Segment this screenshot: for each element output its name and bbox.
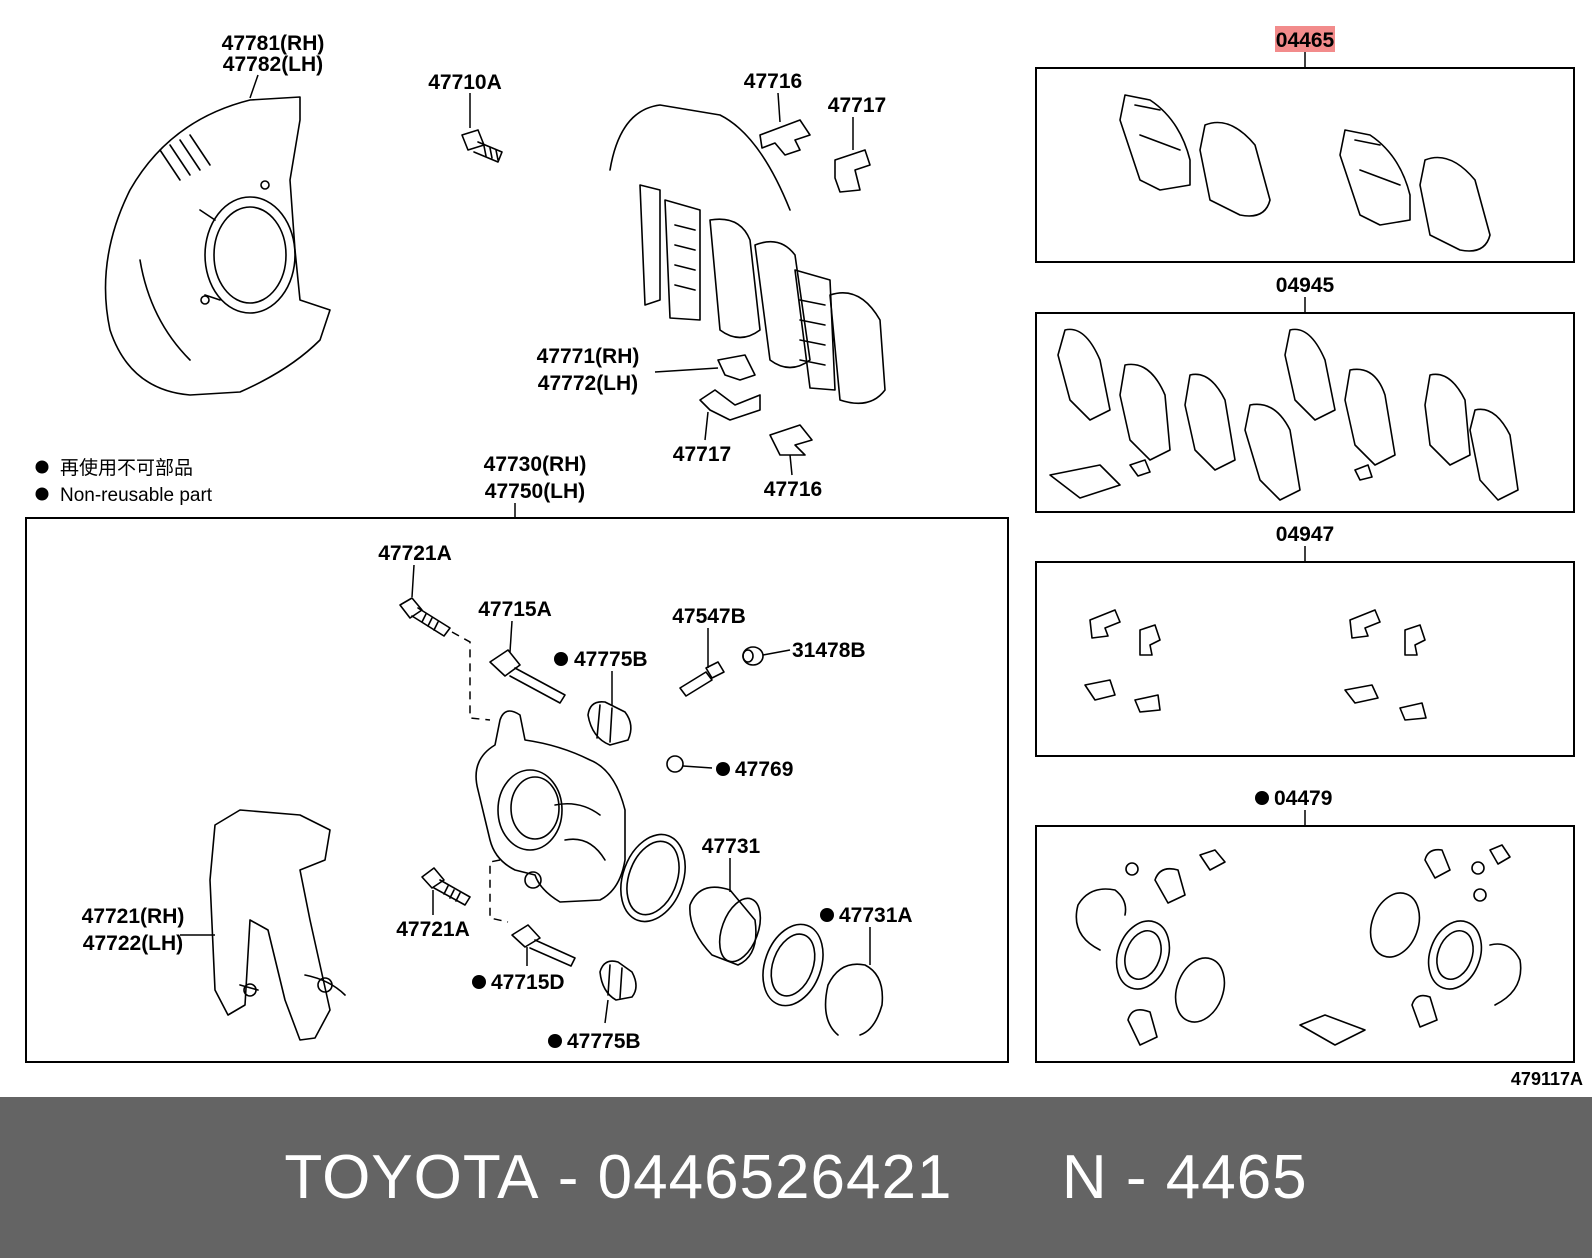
label-47715d: 47715D (491, 971, 565, 994)
ring-47731a-drawing (824, 963, 884, 1036)
piston-boot-drawing (762, 923, 824, 1007)
label-47710a: 47710A (428, 71, 502, 94)
clip-47717-top-drawing (834, 149, 871, 193)
footer-brand: TOYOTA (284, 1143, 540, 1212)
piston-47731-drawing (689, 886, 762, 966)
kit-04465-pads-drawing (1119, 94, 1491, 252)
label-47717-top: 47717 (828, 94, 886, 117)
pin-47715d-drawing (511, 924, 576, 967)
label-47769: 47769 (735, 758, 793, 781)
legend-bullet-jp (35, 460, 49, 474)
parts-diagram: 47781(RH) 47782(LH) 47710A 47716 47717 4… (25, 26, 1583, 1089)
kit-04465-box (1035, 67, 1575, 263)
shim-47771-drawing (717, 354, 756, 381)
cap-47769-drawing (666, 755, 684, 773)
label-47722: 47722(LH) (83, 932, 183, 955)
caliper-body-drawing (475, 710, 626, 903)
kit-04947-clips-drawing (1084, 609, 1427, 721)
footer-ref-prefix: N (1061, 1143, 1108, 1212)
label-47721a-top: 47721A (378, 542, 452, 565)
label-04945: 04945 (1276, 274, 1335, 297)
label-47716-top: 47716 (744, 70, 802, 93)
legend-bullet-en (35, 487, 49, 501)
footer-ref-number: 4465 (1165, 1143, 1308, 1212)
caliper-assembly-box (25, 517, 1009, 1063)
label-47772: 47772(LH) (538, 372, 638, 395)
dust-shield-drawing (104, 96, 331, 396)
boot-47775b-top-drawing (587, 700, 632, 746)
kit-04947-box (1035, 561, 1575, 757)
kit-04479-box (1035, 825, 1575, 1063)
bolt-47721a-bottom-drawing (421, 867, 471, 906)
label-47781: 47781(RH) (222, 32, 325, 55)
diagram-code: 479117A (1511, 1069, 1583, 1089)
bolt-47710a-drawing (461, 129, 503, 163)
label-47717-bottom: 47717 (673, 443, 731, 466)
label-04947: 04947 (1276, 523, 1334, 546)
label-47715a: 47715A (478, 598, 552, 621)
label-47547b: 47547B (672, 605, 746, 628)
bleeder-47547b-drawing (679, 661, 725, 697)
clip-47716-top-drawing (759, 119, 811, 156)
label-47782: 47782(LH) (223, 53, 323, 76)
legend-english: Non-reusable part (60, 485, 213, 506)
label-04479: 04479 (1274, 787, 1332, 810)
label-47750: 47750(LH) (485, 480, 585, 503)
label-31478b: 31478B (792, 639, 866, 662)
label-47731: 47731 (702, 835, 761, 858)
mounting-bracket-drawing (209, 809, 346, 1041)
legend-japanese: 再使用不可部品 (60, 457, 193, 479)
footer-part-number: 0446526421 (597, 1143, 953, 1212)
pad-set-exploded-drawing (609, 104, 886, 405)
footer-separator-1: - (557, 1143, 580, 1212)
label-47771: 47771(RH) (537, 345, 640, 368)
piston-seal-drawing (620, 833, 686, 923)
label-47721a-bottom: 47721A (396, 918, 470, 941)
kit-04479-seals-drawing (1075, 844, 1522, 1046)
footer-separator-2: - (1125, 1143, 1148, 1212)
pin-47715a-drawing (489, 649, 566, 704)
clip-47716-bottom-drawing (769, 424, 813, 456)
label-47775b-top: 47775B (574, 648, 648, 671)
label-04465: 04465 (1276, 29, 1335, 52)
cap-31478b-drawing (742, 646, 764, 666)
bolt-47721a-top-drawing (399, 597, 451, 637)
label-47731a: 47731A (839, 904, 913, 927)
part-number-footer: TOYOTA - 0446526421 N - 4465 (0, 1097, 1592, 1258)
clip-47717-bottom-drawing (699, 389, 761, 421)
kit-04945-pads-drawing (1049, 328, 1519, 501)
label-47775b-bottom: 47775B (567, 1030, 641, 1053)
boot-47775b-bottom-drawing (599, 960, 637, 1001)
label-47721: 47721(RH) (82, 905, 185, 928)
kit-04945-box (1035, 312, 1575, 513)
label-47716-bottom: 47716 (764, 478, 822, 501)
kit-04465-highlight (1275, 26, 1335, 52)
label-47730: 47730(RH) (484, 453, 587, 476)
